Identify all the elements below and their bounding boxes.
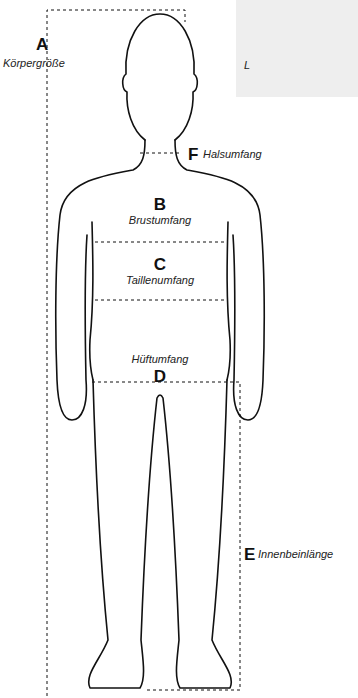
body-outline	[56, 14, 264, 688]
measure-name: Halsumfang	[203, 149, 262, 160]
measure-lines	[47, 10, 240, 696]
measure-name: Hüftumfang	[132, 354, 189, 365]
measure-name: Körpergröße	[3, 58, 65, 69]
measure-name: Innenbeinlänge	[258, 549, 333, 560]
hip-inseam-line	[92, 382, 240, 690]
letter-label: A	[36, 36, 48, 53]
height-line	[47, 10, 185, 696]
neck-line	[140, 153, 180, 154]
measure-name: Brustumfang	[129, 215, 191, 226]
info-panel	[236, 0, 358, 97]
letter-label: F	[188, 146, 198, 163]
letter-label: D	[154, 368, 166, 385]
letter-label: C	[154, 256, 166, 273]
chest-line	[95, 242, 225, 243]
letter-label: E	[244, 546, 255, 563]
letter-label: B	[154, 196, 166, 213]
waist-line	[95, 300, 225, 301]
panel-text: L	[244, 60, 250, 71]
measure-name: Taillenumfang	[126, 275, 194, 286]
